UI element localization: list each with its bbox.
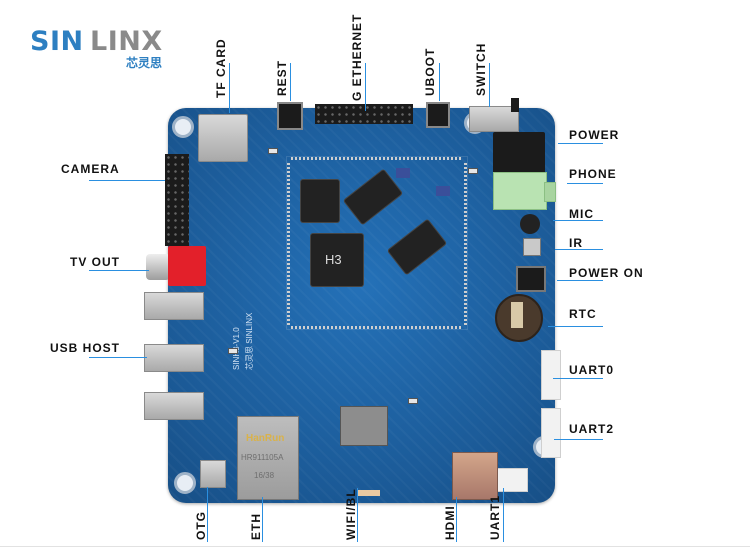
label-tf-card: TF CARD — [214, 38, 228, 98]
smd-part — [408, 398, 418, 404]
label-uboot: UBOOT — [423, 47, 437, 96]
rtc-clip — [511, 302, 523, 328]
camera-header — [165, 154, 189, 246]
leader-line-camera — [89, 180, 165, 181]
uart2-connector — [541, 408, 561, 458]
leader-line-ir — [555, 249, 603, 250]
leader-line-power-on — [557, 280, 603, 281]
leader-line-power — [558, 143, 603, 144]
power-switch-component — [469, 106, 519, 132]
uart0-connector — [541, 350, 561, 400]
h3-soc-chip: H3 — [311, 234, 363, 286]
leader-line-uart1 — [503, 488, 504, 542]
dc-power-jack — [493, 132, 545, 174]
blue-component — [436, 186, 450, 196]
uboot-button-component — [426, 102, 450, 128]
smd-part — [228, 348, 238, 354]
usb-host-port-1 — [144, 292, 204, 320]
core-module-pins — [291, 326, 463, 329]
microphone — [520, 214, 540, 234]
label-uart0: UART0 — [569, 363, 615, 377]
label-tv-out: TV OUT — [70, 255, 120, 269]
leader-line-eth — [262, 497, 263, 542]
ethernet-jack: HanRun HR911105A 16/38 — [237, 416, 299, 500]
core-module-pins — [464, 161, 467, 325]
mounting-hole — [174, 472, 196, 494]
leader-line-tf-card — [229, 63, 230, 113]
label-otg: OTG — [194, 511, 208, 540]
footer-divider — [0, 546, 750, 547]
hdmi-port — [452, 452, 498, 500]
audio-phone-jack — [493, 172, 547, 210]
tf-card-slot — [198, 114, 248, 162]
reset-button-component — [277, 102, 303, 130]
leader-line-uart0 — [553, 378, 603, 379]
smd-part — [268, 148, 278, 154]
soc-label: H3 — [325, 252, 342, 267]
label-uart2: UART2 — [569, 422, 615, 436]
label-uart1: UART1 — [488, 494, 502, 540]
wifi-module — [340, 406, 388, 446]
otg-micro-usb-port — [200, 460, 226, 488]
leader-line-g-ethernet — [365, 63, 366, 111]
leader-line-otg — [207, 487, 208, 542]
leader-line-uart2 — [554, 439, 603, 440]
label-power: POWER — [569, 128, 620, 142]
ethernet-jack-code: 16/38 — [254, 471, 275, 480]
leader-line-tv-out — [89, 270, 149, 271]
leader-line-rtc — [548, 326, 603, 327]
sinh3-board: HanRun HR911105A 16/38 H3 SINH3-V1.0 芯灵思… — [144, 98, 561, 503]
label-camera: CAMERA — [61, 162, 120, 176]
logo-chinese-name: 芯灵思 — [126, 56, 163, 70]
label-power-on: POWER ON — [569, 266, 644, 280]
label-hdmi: HDMI — [443, 505, 457, 540]
label-switch: SWITCH — [474, 42, 488, 96]
wifi-antenna — [358, 490, 380, 496]
core-module-pins — [287, 161, 290, 325]
emmc-chip — [301, 180, 339, 222]
leader-line-usb-host — [89, 357, 147, 358]
logo-text-linx: LINX — [90, 26, 163, 57]
audio-jack-barrel — [544, 182, 556, 202]
switch-knob — [511, 98, 519, 112]
gpio-header — [315, 104, 413, 124]
leader-line-mic — [553, 220, 603, 221]
rca-barrel — [146, 254, 170, 280]
usb-host-port-3 — [144, 392, 204, 420]
mounting-hole — [172, 116, 194, 138]
sinlinx-logo: SIN LINX 芯灵思 — [30, 26, 170, 70]
tv-out-rca-jack — [168, 246, 206, 286]
power-on-button-component — [516, 266, 546, 292]
logo-text-sin: SIN — [30, 26, 84, 57]
leader-line-hdmi — [456, 497, 457, 542]
label-g-ethernet: G ETHERNET — [350, 13, 364, 101]
silkscreen-brand: 芯灵思 SINLINX — [245, 312, 254, 370]
core-module-pins — [291, 157, 463, 160]
label-ir: IR — [569, 236, 583, 250]
smd-part — [468, 168, 478, 174]
ir-receiver — [523, 238, 541, 256]
label-phone: PHONE — [569, 167, 617, 181]
core-module — [286, 156, 468, 330]
blue-component — [396, 168, 410, 178]
leader-line-rest — [290, 63, 291, 101]
usb-host-port-2 — [144, 344, 204, 372]
label-mic: MIC — [569, 207, 594, 221]
label-rtc: RTC — [569, 307, 597, 321]
label-rest: REST — [275, 59, 289, 96]
leader-line-wifi-bl — [357, 488, 358, 542]
ethernet-jack-brand: HanRun — [246, 433, 285, 444]
label-eth: ETH — [249, 513, 263, 540]
ethernet-jack-model: HR911105A — [241, 453, 284, 462]
leader-line-uboot — [439, 63, 440, 101]
leader-line-phone — [567, 183, 603, 184]
leader-line-switch — [489, 63, 490, 107]
label-usb-host: USB HOST — [50, 341, 121, 355]
label-wifi-bl: WIFI/BL — [344, 488, 358, 540]
